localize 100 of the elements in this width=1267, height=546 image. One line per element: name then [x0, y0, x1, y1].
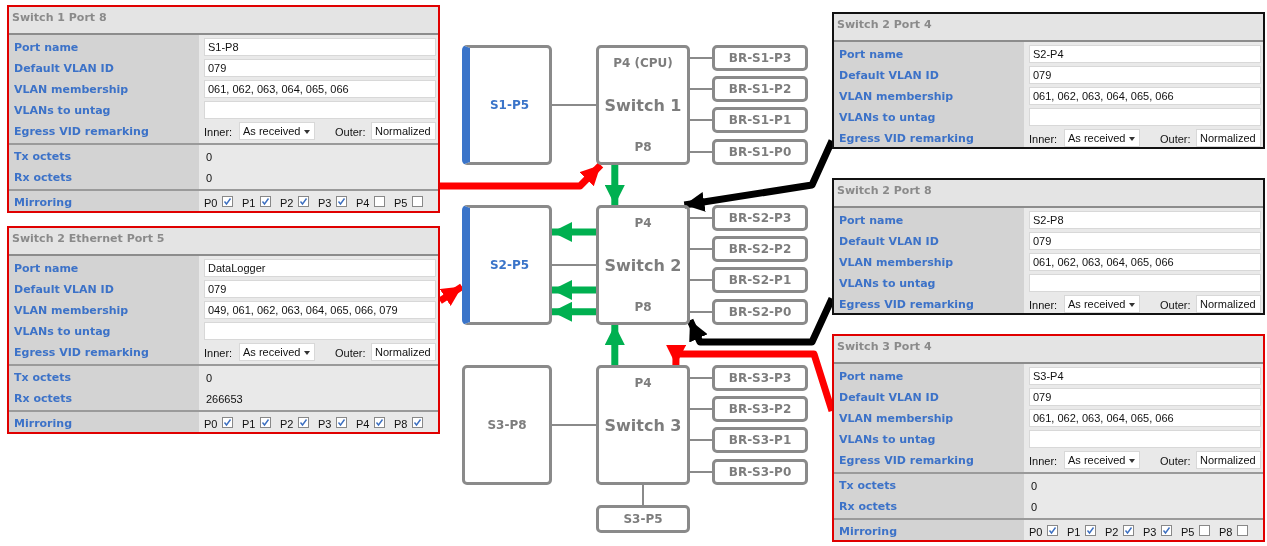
text-field: 061, 062, 063, 064, 065, 066 — [204, 80, 436, 98]
port-box: S1-P5 — [462, 45, 552, 165]
connector-line — [689, 119, 713, 121]
field-label: Inner: — [1029, 298, 1058, 312]
switch-box — [596, 365, 690, 485]
checkbox-label: P2 — [280, 417, 294, 431]
field-label: Mirroring — [839, 525, 898, 539]
settings-panel — [832, 334, 1265, 542]
checkbox-label: P1 — [242, 417, 256, 431]
arrow — [440, 162, 604, 190]
connector-line — [689, 471, 713, 473]
text-field: 061, 062, 063, 064, 065, 066 — [1029, 253, 1261, 271]
field-label: Tx octets — [14, 150, 72, 164]
switch-label: Switch 2 — [603, 256, 683, 275]
port-label: P4 (CPU) — [612, 56, 674, 70]
port-box: BR-S1-P3 — [712, 45, 808, 71]
port-box: BR-S2-P3 — [712, 205, 808, 231]
panel-title: Switch 1 Port 8 — [9, 7, 438, 35]
connector-line — [642, 484, 644, 506]
connector-line — [551, 424, 597, 426]
connector-line — [689, 439, 713, 441]
field-label: VLANs to untag — [839, 433, 936, 447]
field-label: Port name — [839, 370, 904, 384]
connector-line — [689, 279, 713, 281]
field-label: Egress VID remarking — [839, 454, 974, 468]
field-label: VLANs to untag — [14, 325, 111, 339]
port-label: P8 — [633, 300, 653, 314]
connector-line — [689, 57, 713, 59]
port-box: BR-S2-P1 — [712, 267, 808, 293]
switch-box — [596, 45, 690, 165]
text-field: 079 — [1029, 388, 1261, 406]
checkbox-label: P1 — [1067, 525, 1081, 539]
field-label: Outer: — [1160, 454, 1191, 468]
port-box: S3-P5 — [596, 505, 690, 533]
dropdown: Normalized — [1196, 295, 1261, 313]
text-field: 061, 062, 063, 064, 065, 066 — [1029, 87, 1261, 105]
dropdown: As received — [1064, 451, 1141, 469]
connector-line — [689, 311, 713, 313]
settings-panel — [832, 178, 1265, 315]
connector-line — [689, 248, 713, 250]
field-label: Default VLAN ID — [839, 69, 939, 83]
stat-value: 0 — [1031, 500, 1038, 514]
field-label: Default VLAN ID — [839, 391, 939, 405]
field-label: Inner: — [1029, 454, 1058, 468]
dropdown: Normalized — [371, 343, 436, 361]
field-label: Inner: — [204, 346, 233, 360]
field-label: Mirroring — [14, 196, 73, 210]
port-label: P4 — [633, 216, 653, 230]
panel-title: Switch 2 Ethernet Port 5 — [9, 228, 438, 256]
field-label: VLAN membership — [839, 90, 954, 104]
dropdown: Normalized — [1196, 451, 1261, 469]
field-label: Tx octets — [14, 371, 72, 385]
stat-value: 266653 — [206, 392, 243, 406]
checkbox-label: P0 — [1029, 525, 1043, 539]
checkbox-label: P4 — [356, 196, 370, 210]
field-label: Rx octets — [839, 500, 897, 514]
field-label: VLAN membership — [14, 304, 129, 318]
field-label: Default VLAN ID — [839, 235, 939, 249]
connector-line — [689, 151, 713, 153]
checkbox-label: P2 — [280, 196, 294, 210]
connector-line — [689, 217, 713, 219]
port-box: BR-S2-P0 — [712, 299, 808, 325]
checkbox-label: P8 — [1219, 525, 1233, 539]
dropdown: As received — [1064, 295, 1141, 313]
field-label: Egress VID remarking — [14, 125, 149, 139]
text-field: DataLogger — [204, 259, 436, 277]
field-label: VLANs to untag — [839, 277, 936, 291]
panel-title: Switch 3 Port 4 — [834, 336, 1263, 364]
switch-label: Switch 3 — [603, 416, 683, 435]
field-label: VLAN membership — [839, 412, 954, 426]
port-box: BR-S2-P2 — [712, 236, 808, 262]
port-box: BR-S3-P0 — [712, 459, 808, 485]
text-field: S3-P4 — [1029, 367, 1261, 385]
connector-line — [551, 104, 597, 106]
field-label: Rx octets — [14, 171, 72, 185]
field-label: Outer: — [1160, 298, 1191, 312]
settings-panel — [7, 5, 440, 213]
checkbox-label: P1 — [242, 196, 256, 210]
text-field: 079 — [1029, 232, 1261, 250]
field-label: Inner: — [204, 125, 233, 139]
dropdown: As received — [1064, 129, 1141, 147]
port-label: P8 — [633, 140, 653, 154]
panel-title: Switch 2 Port 4 — [834, 14, 1263, 42]
text-field: 079 — [204, 59, 436, 77]
stat-value: 0 — [206, 150, 213, 164]
field-label: Egress VID remarking — [14, 346, 149, 360]
port-box: BR-S1-P1 — [712, 107, 808, 133]
port-box: BR-S3-P2 — [712, 396, 808, 422]
settings-panel — [7, 226, 440, 434]
text-field: S1-P8 — [204, 38, 436, 56]
field-label: Port name — [14, 41, 79, 55]
checkbox-label: P0 — [204, 417, 218, 431]
dropdown: Normalized — [1196, 129, 1261, 147]
field-label: Default VLAN ID — [14, 283, 114, 297]
text-field: S2-P4 — [1029, 45, 1261, 63]
switch-box — [596, 205, 690, 325]
port-box: S2-P5 — [462, 205, 552, 325]
checkbox-label: P3 — [1143, 525, 1157, 539]
field-label: Port name — [14, 262, 79, 276]
checkbox-label: P5 — [1181, 525, 1195, 539]
